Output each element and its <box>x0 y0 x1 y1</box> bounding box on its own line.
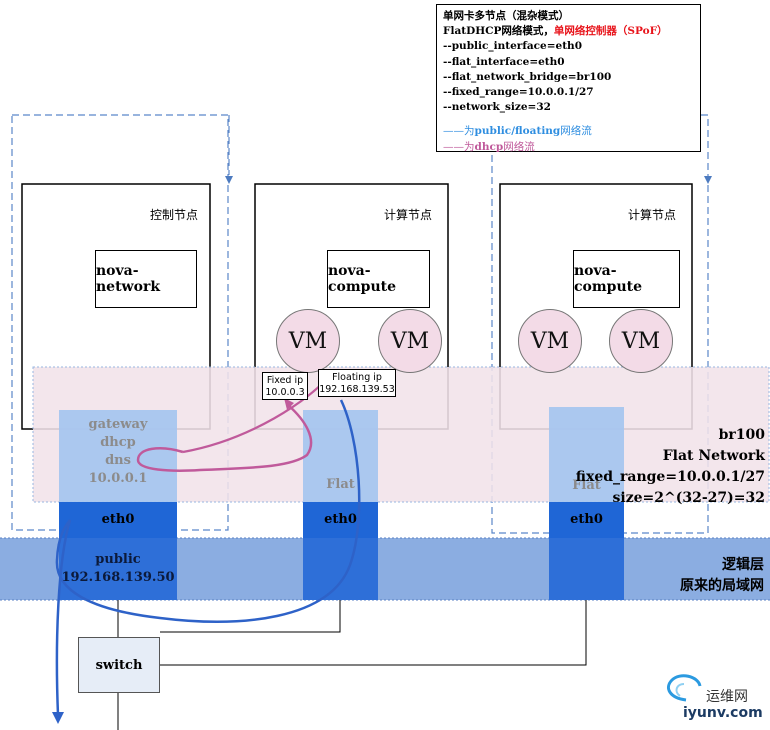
logic-layer-info: 逻辑层 原来的局域网 <box>600 555 764 597</box>
public-address: public 192.168.139.50 <box>59 551 177 587</box>
compute2-switch-wire <box>160 600 587 666</box>
bridge-line: br100 <box>718 427 765 443</box>
switch-box: switch <box>78 637 160 693</box>
legend-blue-suffix: 网络流 <box>560 125 592 138</box>
bridge-line: fixed_range=10.0.0.1/27 <box>575 469 765 485</box>
compute2-flat-label: Flat <box>572 478 601 493</box>
public-line: 192.168.139.50 <box>61 570 175 585</box>
vm-circle: VM <box>276 309 340 373</box>
controller-eth0-label: eth0 <box>101 512 135 527</box>
config-info-box: 单网卡多节点（混杂模式） FlatDHCP网络模式，单网络控制器（SPoF） -… <box>436 4 701 155</box>
controller-flat-block <box>59 410 177 502</box>
nova-network-box: nova-network <box>95 250 197 308</box>
vm-circle: VM <box>609 309 673 373</box>
info-title: 单网卡多节点（混杂模式） <box>443 10 569 22</box>
gateway-line: dhcp <box>100 435 136 450</box>
compute1-eth0-label: eth0 <box>324 512 357 527</box>
legend-dhcp: ——为dhcp网络流 <box>443 140 694 155</box>
bridge-line: size=2^(32-27)=32 <box>612 490 766 506</box>
floating-ip-title: Floating ip <box>332 372 382 383</box>
dhcp-flow-arrow <box>284 398 294 410</box>
info-flag: --flat_interface=eth0 <box>443 55 565 68</box>
floating-ip-value: 192.168.139.53 <box>319 384 395 395</box>
compute1-switch-wire <box>160 600 341 633</box>
bridge-line: Flat Network <box>662 448 765 464</box>
compute2-eth0-label: eth0 <box>570 512 603 527</box>
nova-compute-box-1: nova-compute <box>327 250 430 308</box>
compute1-eth0-block <box>303 502 378 538</box>
compute1-node-label: 计算节点 <box>384 208 433 222</box>
compute2-node-label: 计算节点 <box>628 208 677 222</box>
floating-flow-line <box>55 399 361 623</box>
bridge-info: br100 Flat Network fixed_range=10.0.0.1/… <box>560 425 765 509</box>
floating-ip-box: Floating ip 192.168.139.53 <box>318 369 396 397</box>
info-flag: --public_interface=eth0 <box>443 40 583 53</box>
legend-pink-suffix: 网络流 <box>503 140 535 153</box>
dhcp-flow-line <box>136 404 313 472</box>
info-mode-prefix: FlatDHCP网络模式， <box>443 25 554 38</box>
floating-flow-down <box>55 519 72 716</box>
compute1-flat-block <box>303 410 378 502</box>
logo-swirl-inner-icon <box>675 683 685 697</box>
compute2-eth0-block <box>549 502 624 538</box>
nova-compute-box-2: nova-compute <box>573 250 680 308</box>
controller-public-block <box>59 538 177 600</box>
legend-blue-prefix: ——为 <box>443 125 475 138</box>
logic-layer-line: 逻辑层 <box>722 557 764 573</box>
gateway-line: 10.0.0.1 <box>88 471 148 486</box>
logo-en-text: iyunv.com <box>683 705 763 721</box>
logic-layer-line: 原来的局域网 <box>680 578 764 594</box>
legend-blue-bold: public/floating <box>474 125 561 138</box>
info-flag: --flat_network_bridge=br100 <box>443 70 612 83</box>
info-flag: --network_size=32 <box>443 101 551 114</box>
controller-eth0-block <box>59 502 177 538</box>
legend-pink-prefix: ——为 <box>443 140 475 153</box>
legend-public-floating: ——为public/floating网络流 <box>443 124 694 139</box>
logo-cn-text: 运维网 <box>706 689 748 705</box>
compute1-eth0-lower <box>303 538 378 600</box>
vm-circle: VM <box>518 309 582 373</box>
controller-node-label: 控制节点 <box>150 208 199 222</box>
info-flag: --fixed_range=10.0.0.1/27 <box>443 86 594 99</box>
compute2-frame-arrow <box>704 176 712 184</box>
public-line: public <box>95 552 141 567</box>
vm-circle: VM <box>378 309 442 373</box>
fixed-ip-title: Fixed ip <box>266 375 304 386</box>
floating-flow-arrow <box>52 712 64 724</box>
gateway-line: gateway <box>88 417 148 432</box>
compute2-eth0-lower <box>549 538 624 600</box>
gateway-line: dns <box>105 453 131 468</box>
compute1-flat-label: Flat <box>326 477 355 492</box>
gateway-info: gateway dhcp dns 10.0.0.1 <box>59 416 177 488</box>
info-mode-line: FlatDHCP网络模式，单网络控制器（SPoF） <box>443 24 694 39</box>
controller-frame-arrow <box>225 176 233 184</box>
info-mode-spof: 单网络控制器（SPoF） <box>553 25 668 38</box>
logo-swirl-icon <box>667 674 702 702</box>
compute2-flat-block <box>549 407 624 502</box>
fixed-ip-box: Fixed ip 10.0.0.3 <box>262 372 308 400</box>
fixed-ip-value: 10.0.0.3 <box>265 387 305 398</box>
legend-pink-bold: dhcp <box>474 140 504 153</box>
